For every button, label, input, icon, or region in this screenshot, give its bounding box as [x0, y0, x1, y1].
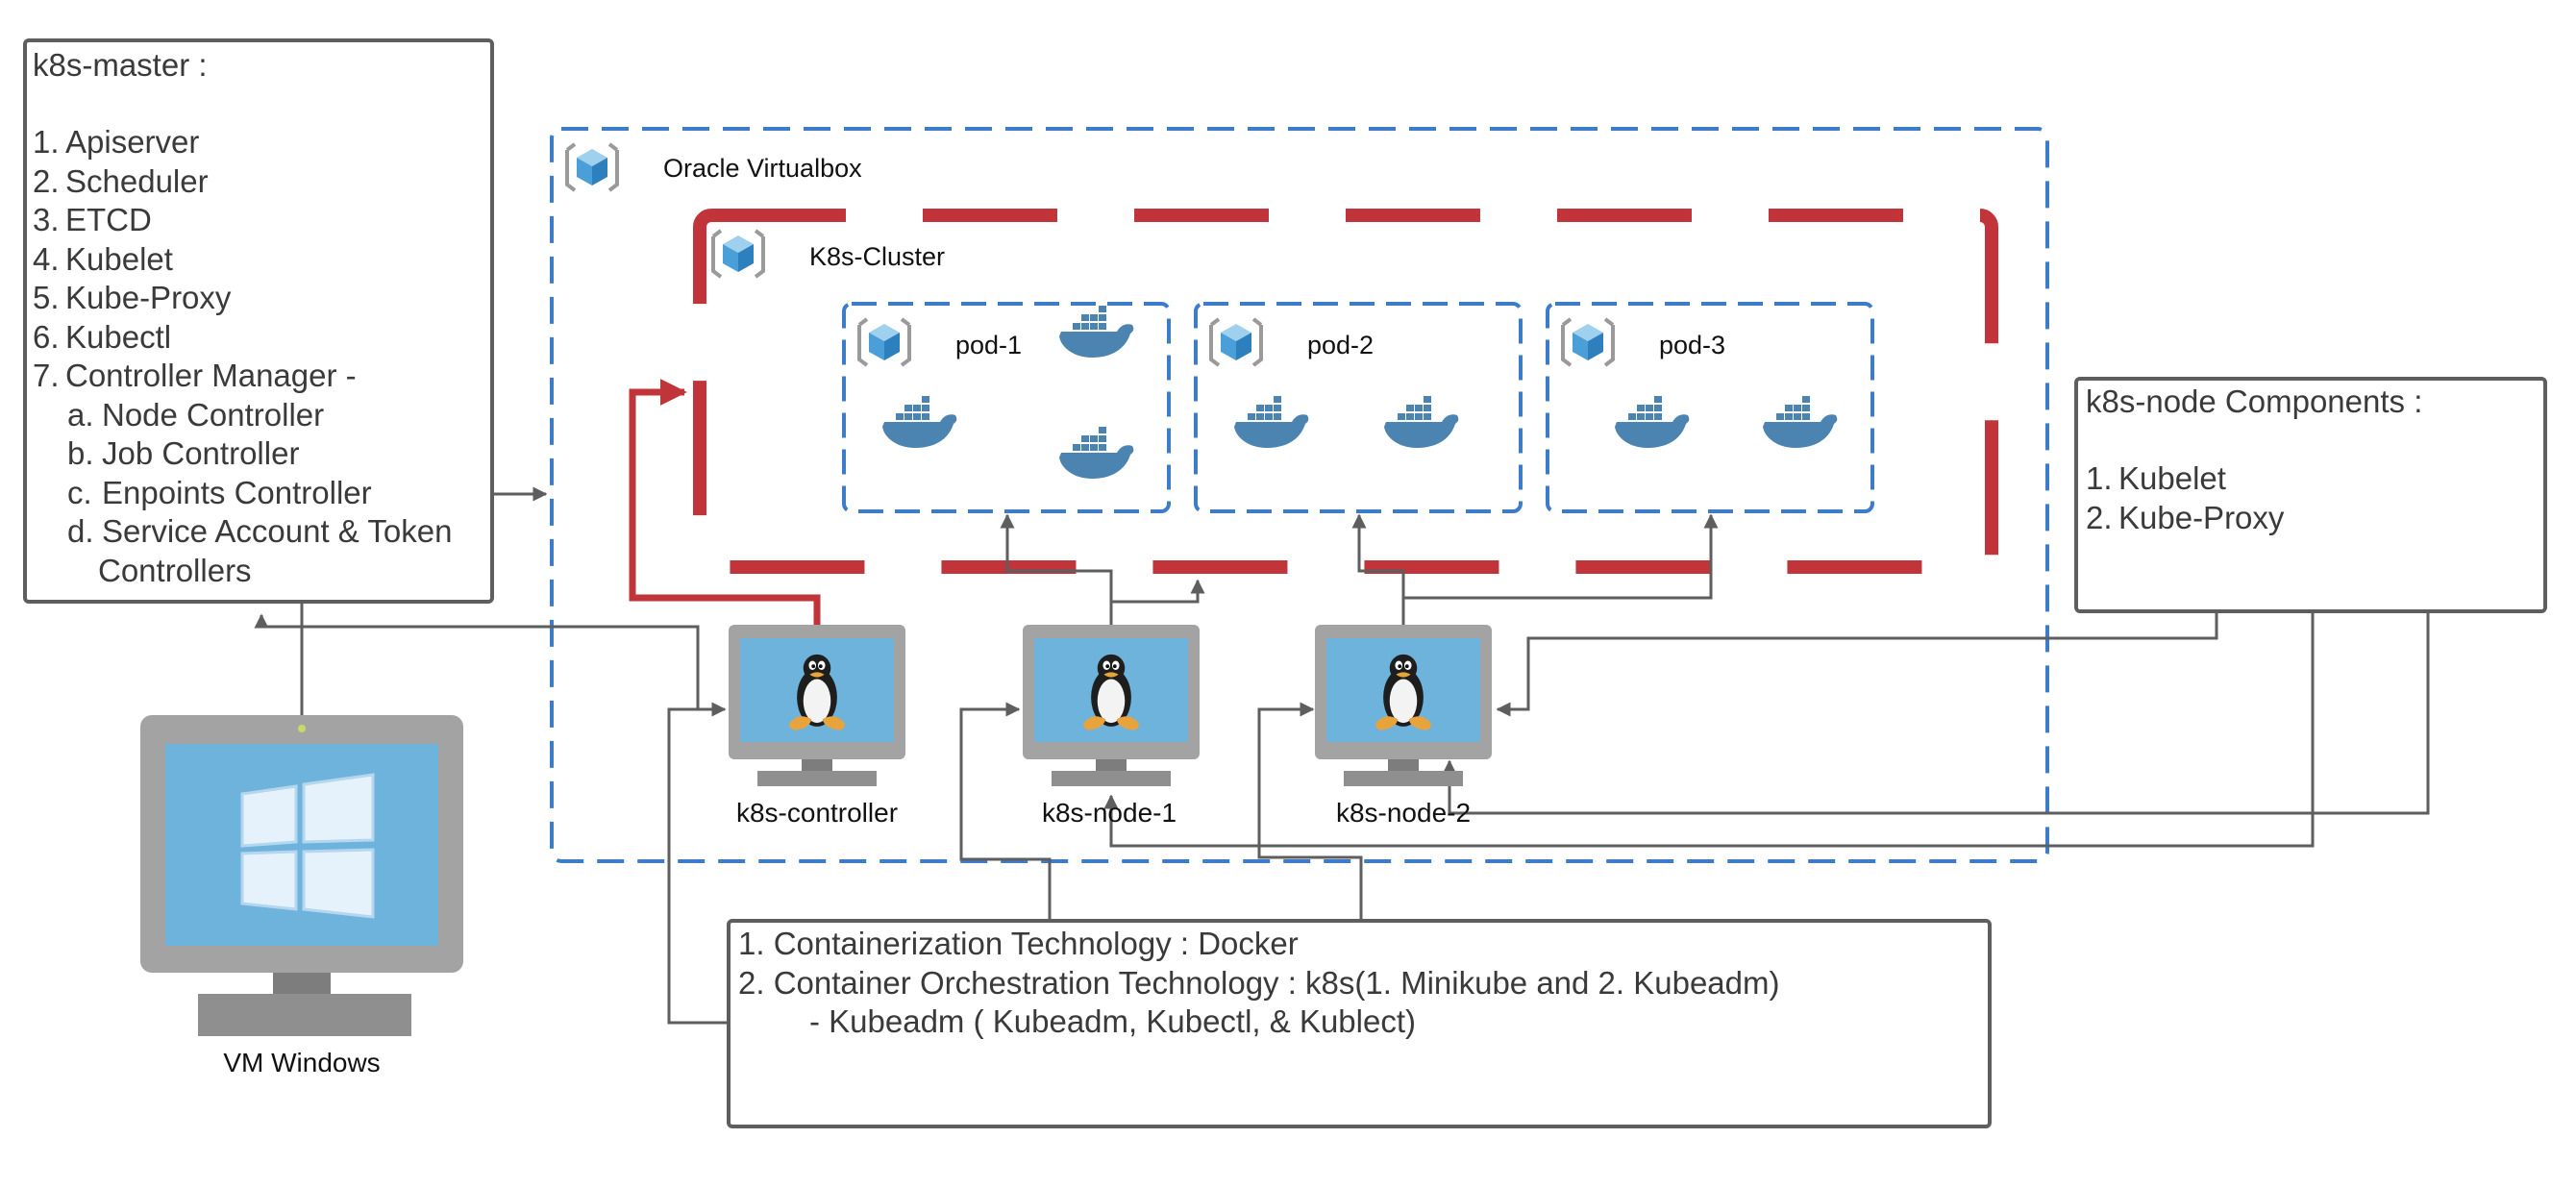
- connector-node2-to-pod2: [1351, 513, 1405, 627]
- docker-icon: [1763, 396, 1838, 448]
- connector-node1-to-pod2: [1109, 579, 1205, 627]
- list-item: 2.Scheduler: [33, 162, 209, 199]
- list-item: c.Enpoints Controller: [67, 474, 372, 510]
- controller-manager-sublist: a.Node Controller b.Job Controller c.Enp…: [33, 396, 484, 552]
- list-item: 1.Kubelet: [2086, 460, 2226, 496]
- k8s-master-box: k8s-master : 1.Apiserver 2.Scheduler 3.E…: [23, 38, 494, 604]
- connector-components-to-node2-bottom: [1442, 613, 2430, 815]
- windows-vm-label: VM Windows: [223, 1048, 381, 1077]
- list-item: 1.Apiserver: [33, 124, 200, 160]
- virtualbox-label: Oracle Virtualbox: [663, 154, 862, 183]
- pod-2-label: pod-2: [1307, 331, 1375, 359]
- k8s-node-components-box: k8s-node Components : 1.Kubelet 2.Kube-P…: [2074, 377, 2547, 613]
- pod-3-boundary: [1546, 302, 1874, 513]
- connector-node2-to-pod3: [1401, 513, 1719, 627]
- list-item-continuation: Controllers: [98, 552, 252, 588]
- technology-line-3: - Kubeadm ( Kubeadm, Kubectl, & Kublect): [809, 1003, 1416, 1039]
- technology-line-1: 1. Containerization Technology : Docker: [738, 926, 1299, 961]
- pod-3-icon: [1561, 317, 1615, 367]
- technology-box: 1. Containerization Technology : Docker …: [727, 919, 1992, 1128]
- k8s-controller-label: k8s-controller: [735, 798, 899, 828]
- k8s-node-components-title: k8s-node Components :: [2086, 384, 2423, 419]
- connector-node1-to-pod1: [1000, 513, 1113, 627]
- docker-icon: [1384, 396, 1459, 448]
- list-item: d.Service Account & Token: [67, 513, 453, 549]
- k8s-node-1-label: k8s-node-1: [1041, 798, 1177, 828]
- virtualbox-boundary: [550, 127, 2049, 863]
- cluster-label: K8s-Cluster: [809, 242, 946, 271]
- pod-2-icon: [1209, 317, 1263, 367]
- list-item: 5.Kube-Proxy: [33, 280, 232, 315]
- pod-3-label: pod-3: [1659, 331, 1726, 359]
- list-item: 7.Controller Manager -: [33, 358, 357, 393]
- pod-1-boundary: [842, 302, 1171, 513]
- connector-controller-to-master: [254, 613, 700, 709]
- list-item: 2.Kube-Proxy: [2086, 499, 2285, 535]
- list-item: 4.Kubelet: [33, 240, 173, 277]
- list-item: b.Job Controller: [67, 435, 300, 471]
- connector-controller-to-cluster: [629, 379, 821, 627]
- cluster-boundary: [693, 209, 1998, 574]
- k8s-node-components-list: 1.Kubelet 2.Kube-Proxy: [2086, 459, 2536, 537]
- k8s-controller-machine[interactable]: [729, 625, 905, 786]
- connector-components-to-node1: [1103, 613, 2315, 848]
- cluster-icon: [711, 229, 765, 279]
- docker-icon: [1234, 396, 1309, 448]
- k8s-node-2-machine[interactable]: [1315, 625, 1492, 786]
- pod-1-icon: [857, 317, 911, 367]
- connector-tech-to-node2: [1257, 702, 1363, 919]
- k8s-node-1-machine[interactable]: [1023, 625, 1200, 786]
- k8s-master-list: 1.Apiserver 2.Scheduler 3.ETCD 4.Kubelet…: [33, 123, 484, 396]
- k8s-master-title: k8s-master :: [33, 47, 208, 83]
- windows-vm-machine[interactable]: [140, 715, 463, 1036]
- docker-icon: [882, 396, 957, 448]
- docker-icon: [1059, 306, 1134, 358]
- pod-1-label: pod-1: [955, 331, 1023, 359]
- pod-2-boundary: [1194, 302, 1523, 513]
- windows-icon: [240, 773, 375, 919]
- connector-components-to-node2: [1496, 613, 2218, 717]
- docker-icon: [1059, 427, 1134, 479]
- docker-icon: [1615, 396, 1690, 448]
- k8s-node-2-label: k8s-node-2: [1335, 798, 1472, 828]
- list-item: 3.ETCD: [33, 202, 152, 237]
- virtualbox-icon: [565, 142, 619, 192]
- list-item: 6.Kubectl: [33, 318, 172, 355]
- list-item: a.Node Controller: [67, 396, 325, 433]
- connector-tech-to-node1: [959, 702, 1052, 919]
- technology-line-2: 2. Container Orchestration Technology : …: [738, 964, 1780, 1001]
- connector-tech-to-controller: [667, 702, 727, 1025]
